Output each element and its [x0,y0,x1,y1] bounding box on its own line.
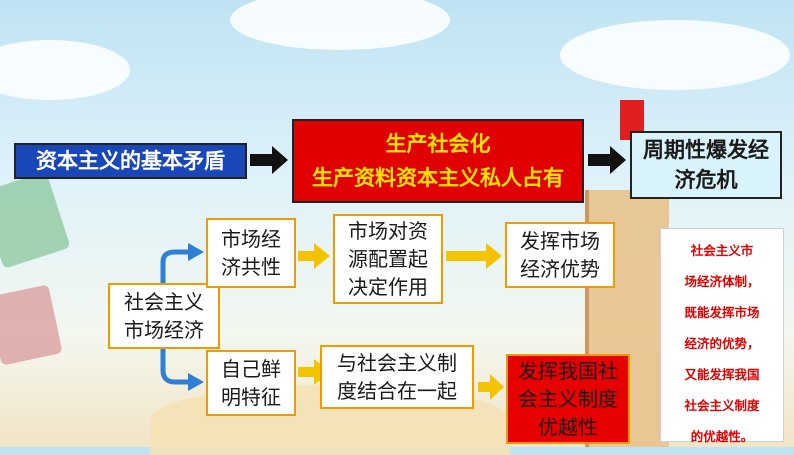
market-common-line: 市场经 [221,227,281,251]
contradiction-text: 资本主义的基本矛盾 [36,149,225,173]
note-line: 既能发挥市场 [684,305,760,320]
summary-note: 社会主义市 场经济体制， 既能发挥市场 经济的优势， 又能发挥我国 社会主义制度… [660,228,784,444]
cloud-decoration [230,0,450,50]
blue-branch-arrow-head [188,373,204,391]
black-arrow [588,146,626,174]
market-advantage-line: 发挥市场 [520,229,600,253]
socialization-box: 生产社会化 生产资料资本主义私人占有 [292,119,584,203]
market-advantage-box: 发挥市场 经济优势 [505,222,615,288]
note-line: 经济的优势， [684,336,760,351]
note-line: 又能发挥我国 [684,367,760,382]
combine-line: 度结合在一起 [337,379,457,403]
market-advantage-line: 经济优势 [520,257,600,281]
own-features-box: 自己鲜 明特征 [206,350,296,416]
note-line: 场经济体制， [684,274,760,289]
superiority-line: 发挥我国社 [518,359,618,383]
crisis-line: 济危机 [674,168,738,192]
crisis-line: 周期性爆发经 [643,138,769,162]
market-common-line: 济共性 [221,255,281,279]
combine-line: 与社会主义制 [337,351,457,375]
own-features-line: 明特征 [221,385,281,409]
socialization-line: 生产资料资本主义私人占有 [312,166,564,190]
superiority-box: 发挥我国社 会主义制度 优越性 [506,354,630,444]
contradiction-box: 资本主义的基本矛盾 [14,143,247,179]
cloud-decoration [0,40,130,100]
blue-branch-arrow-head [188,243,204,261]
superiority-line: 会主义制度 [518,387,618,411]
note-line: 社会主义制度 [684,398,760,413]
note-line: 的优越性。 [690,429,754,444]
market-role-line: 源配置起 [348,247,428,271]
cloud-decoration [560,20,790,90]
blue-branch-arrow [160,249,190,288]
blue-branch-arrow [160,345,190,385]
market-role-box: 市场对资 源配置起 决定作用 [333,214,443,304]
superiority-line: 优越性 [538,415,598,439]
market-role-line: 市场对资 [348,219,428,243]
yellow-arrow [298,243,330,269]
own-features-line: 自己鲜 [221,357,281,381]
combine-box: 与社会主义制 度结合在一起 [320,345,474,409]
note-line: 社会主义市 [690,243,754,258]
market-role-line: 决定作用 [348,275,428,299]
socialist-market-line: 市场经济 [124,318,204,342]
socialization-line: 生产社会化 [385,132,491,156]
black-arrow [250,146,288,174]
market-common-box: 市场经 济共性 [206,218,296,288]
crisis-box: 周期性爆发经 济危机 [630,131,782,199]
socialist-market-line: 社会主义 [124,290,204,314]
socialist-market-box: 社会主义 市场经济 [108,283,220,349]
yellow-arrow [446,243,502,269]
yellow-arrow [478,374,504,400]
